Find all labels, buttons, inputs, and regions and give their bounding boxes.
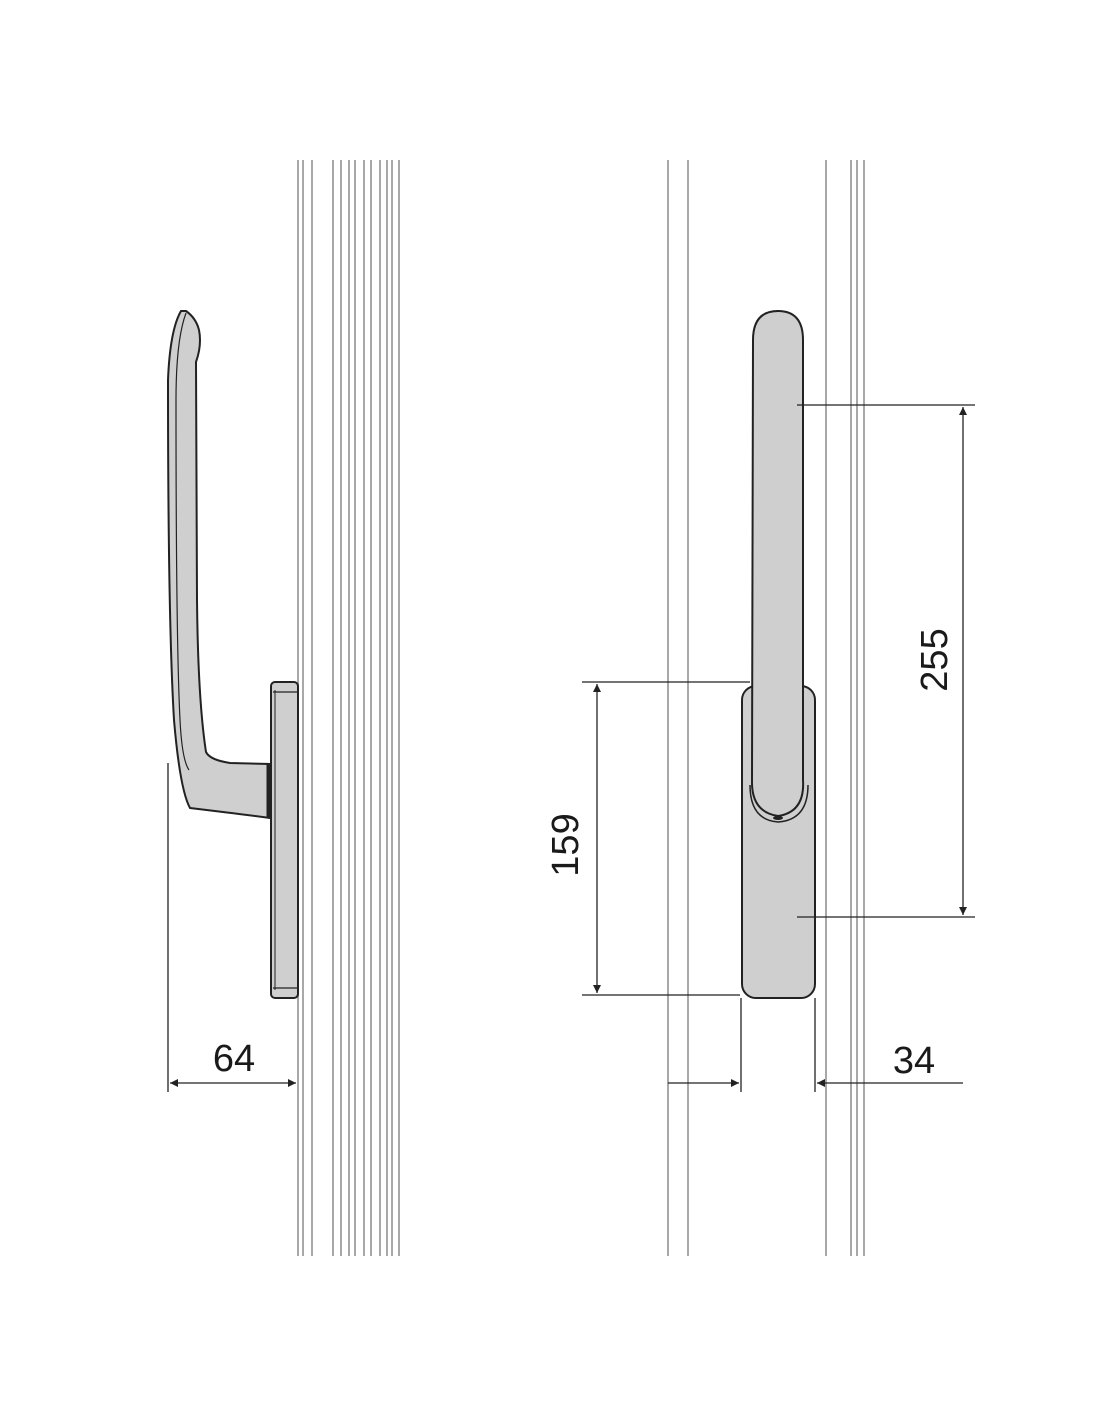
dimension-label-159: 159 <box>545 813 587 876</box>
dimension-label-64: 64 <box>213 1038 255 1080</box>
dimension-34 <box>668 998 963 1092</box>
right-frame-profile <box>667 160 865 1256</box>
dimension-label-255: 255 <box>914 628 956 691</box>
left-frame-profile <box>297 160 400 1256</box>
dimension-255 <box>797 404 975 918</box>
front-view-handle <box>741 309 816 999</box>
dimension-159 <box>582 681 750 996</box>
side-view-handle <box>166 310 299 999</box>
dimension-label-34: 34 <box>893 1040 935 1082</box>
dimension-64 <box>167 763 296 1092</box>
